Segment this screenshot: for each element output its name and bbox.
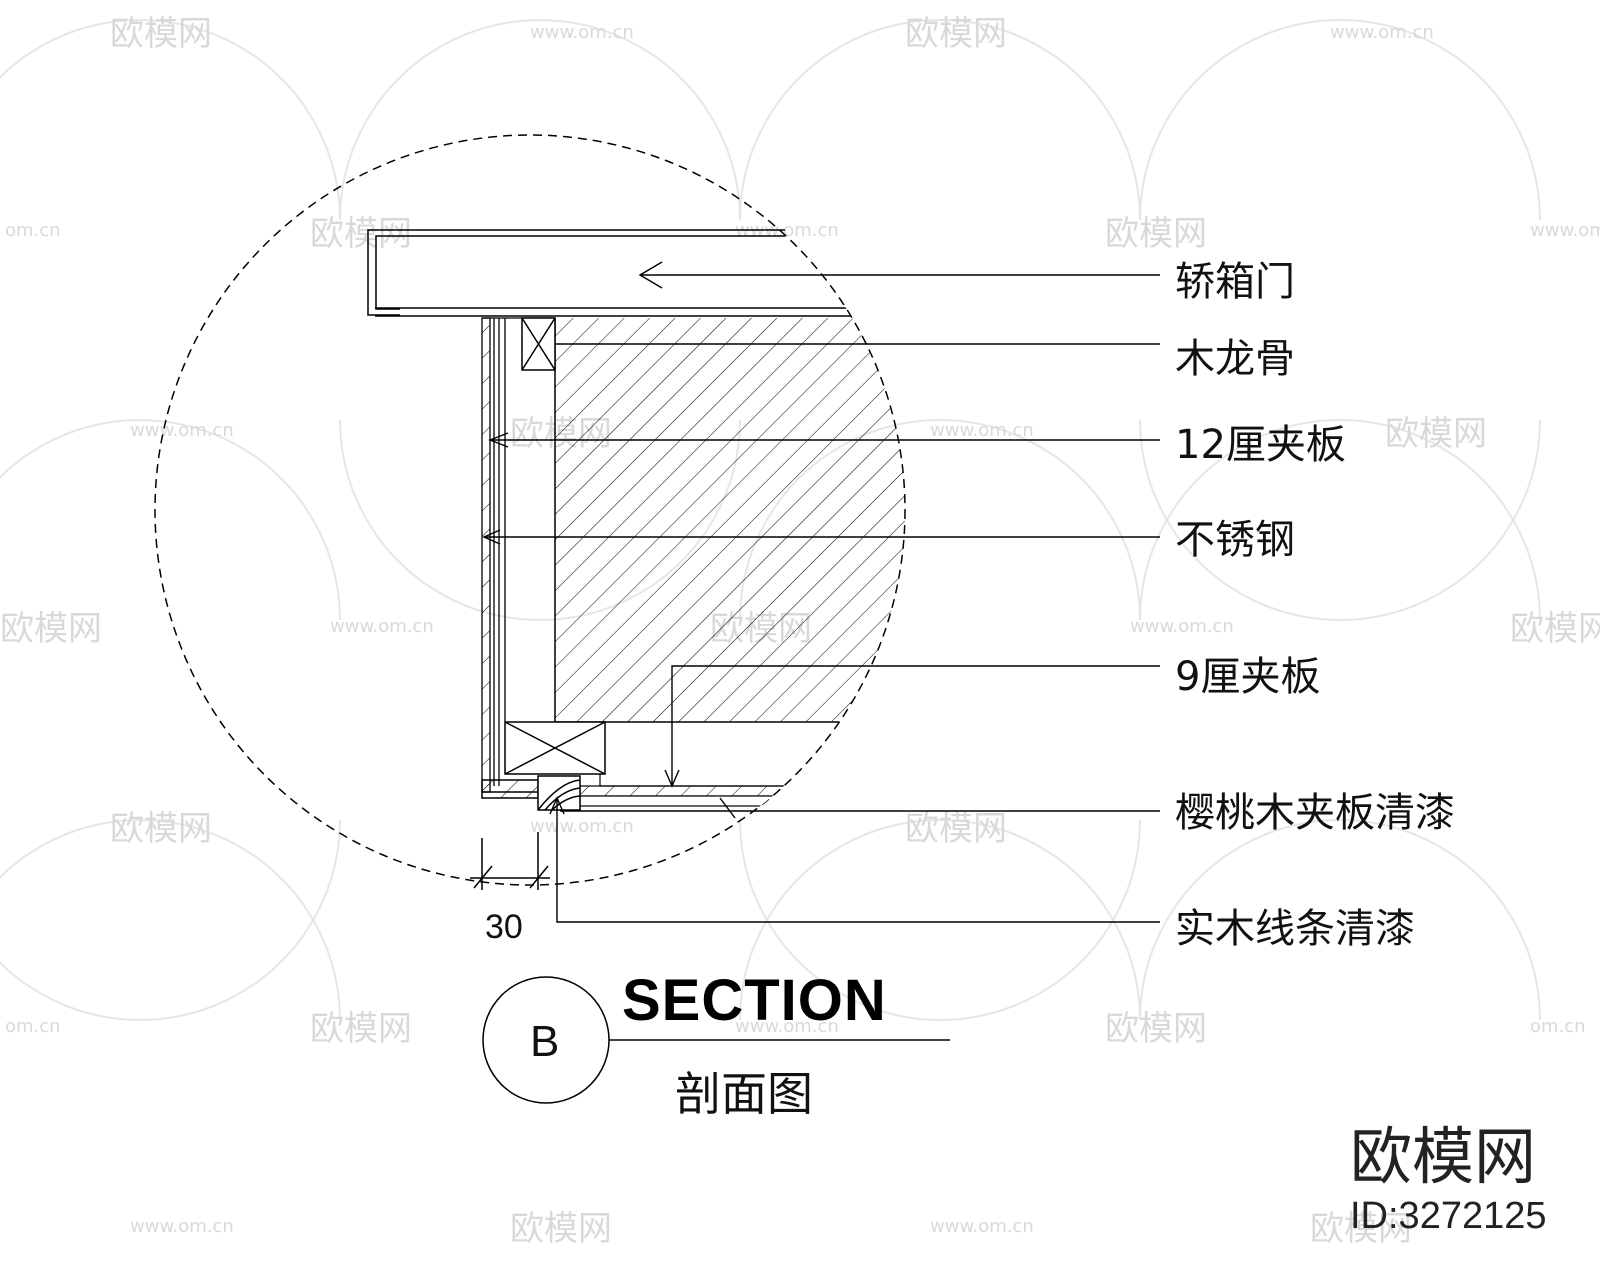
watermark-logo: 欧模网 <box>1310 1209 1412 1249</box>
bottom-trim <box>481 775 581 811</box>
watermark-url: www.om.cn <box>130 1216 234 1237</box>
label-stainless-steel: 不锈钢 <box>1175 517 1295 563</box>
watermark-url: www.om.cn <box>1330 22 1434 43</box>
label-wood-keel: 木龙骨 <box>1175 336 1295 382</box>
watermark-logo: 欧模网 <box>1385 414 1487 454</box>
label-solid-wood-trim: 实木线条清漆 <box>1175 906 1415 952</box>
car-door-profile <box>367 229 785 316</box>
watermark-logo: 欧模网 <box>1510 609 1600 649</box>
watermark-url: www.om.cn <box>930 420 1034 441</box>
watermark-url: www.om.cn <box>130 420 234 441</box>
hatched-wall <box>555 318 905 722</box>
watermark-logo: 欧模网 <box>905 809 1007 849</box>
label-plywood-9: 9厘夹板 <box>1175 654 1320 700</box>
watermark-url: www.om.cn <box>330 616 434 637</box>
watermark-logo: 欧模网 <box>0 609 102 649</box>
watermark-logo: 欧模网 <box>1105 214 1207 254</box>
watermark-url: www.om.cn <box>1130 616 1234 637</box>
watermark-url: om.cn <box>5 220 61 241</box>
watermark-logo: 欧模网 <box>110 14 212 54</box>
dimension-value: 30 <box>485 908 523 946</box>
label-plywood-12: 12厘夹板 <box>1175 422 1346 468</box>
watermark-logo: 欧模网 <box>1105 1009 1207 1049</box>
watermark-url: www.om.cn <box>530 22 634 43</box>
watermark-url: om.cn <box>1530 1016 1586 1037</box>
label-car-door: 轿箱门 <box>1175 259 1295 305</box>
dimension-30 <box>470 832 550 890</box>
watermark-logo: 欧模网 <box>310 214 412 254</box>
brand-mark: 欧模网 ID:3272125 <box>1350 1120 1547 1237</box>
section-title: SECTION <box>622 968 887 1033</box>
watermark-logo: 欧模网 <box>110 809 212 849</box>
brand-id: ID:3272125 <box>1350 1195 1547 1237</box>
cherry-plywood-layer <box>579 785 905 797</box>
watermark-logo: 欧模网 <box>905 14 1007 54</box>
section-bubble-letter: B <box>530 1017 559 1066</box>
brand-name: 欧模网 <box>1350 1120 1536 1193</box>
watermark-url: www.om.cn <box>1530 220 1600 241</box>
label-cherry-plywood: 樱桃木夹板清漆 <box>1175 790 1455 836</box>
wood-keel-top <box>521 317 556 371</box>
wall-layers <box>481 317 555 793</box>
watermark-logo: 欧模网 <box>310 1009 412 1049</box>
section-body <box>375 307 905 807</box>
leader-lines <box>482 261 1160 923</box>
section-title-block: B SECTION 剖面图 <box>482 968 950 1121</box>
section-subtitle: 剖面图 <box>675 1067 813 1121</box>
watermark-logo: 欧模网 <box>510 1209 612 1249</box>
wood-keel-bottom <box>504 721 606 775</box>
watermark-text: 欧模网 www.om.cn 欧模网 www.om.cn om.cn 欧模网 ww… <box>0 14 1600 1249</box>
watermark-url: www.om.cn <box>530 816 634 837</box>
watermark-url: om.cn <box>5 1016 61 1037</box>
watermark-url: www.om.cn <box>930 1216 1034 1237</box>
watermark-url: www.om.cn <box>735 1016 839 1037</box>
